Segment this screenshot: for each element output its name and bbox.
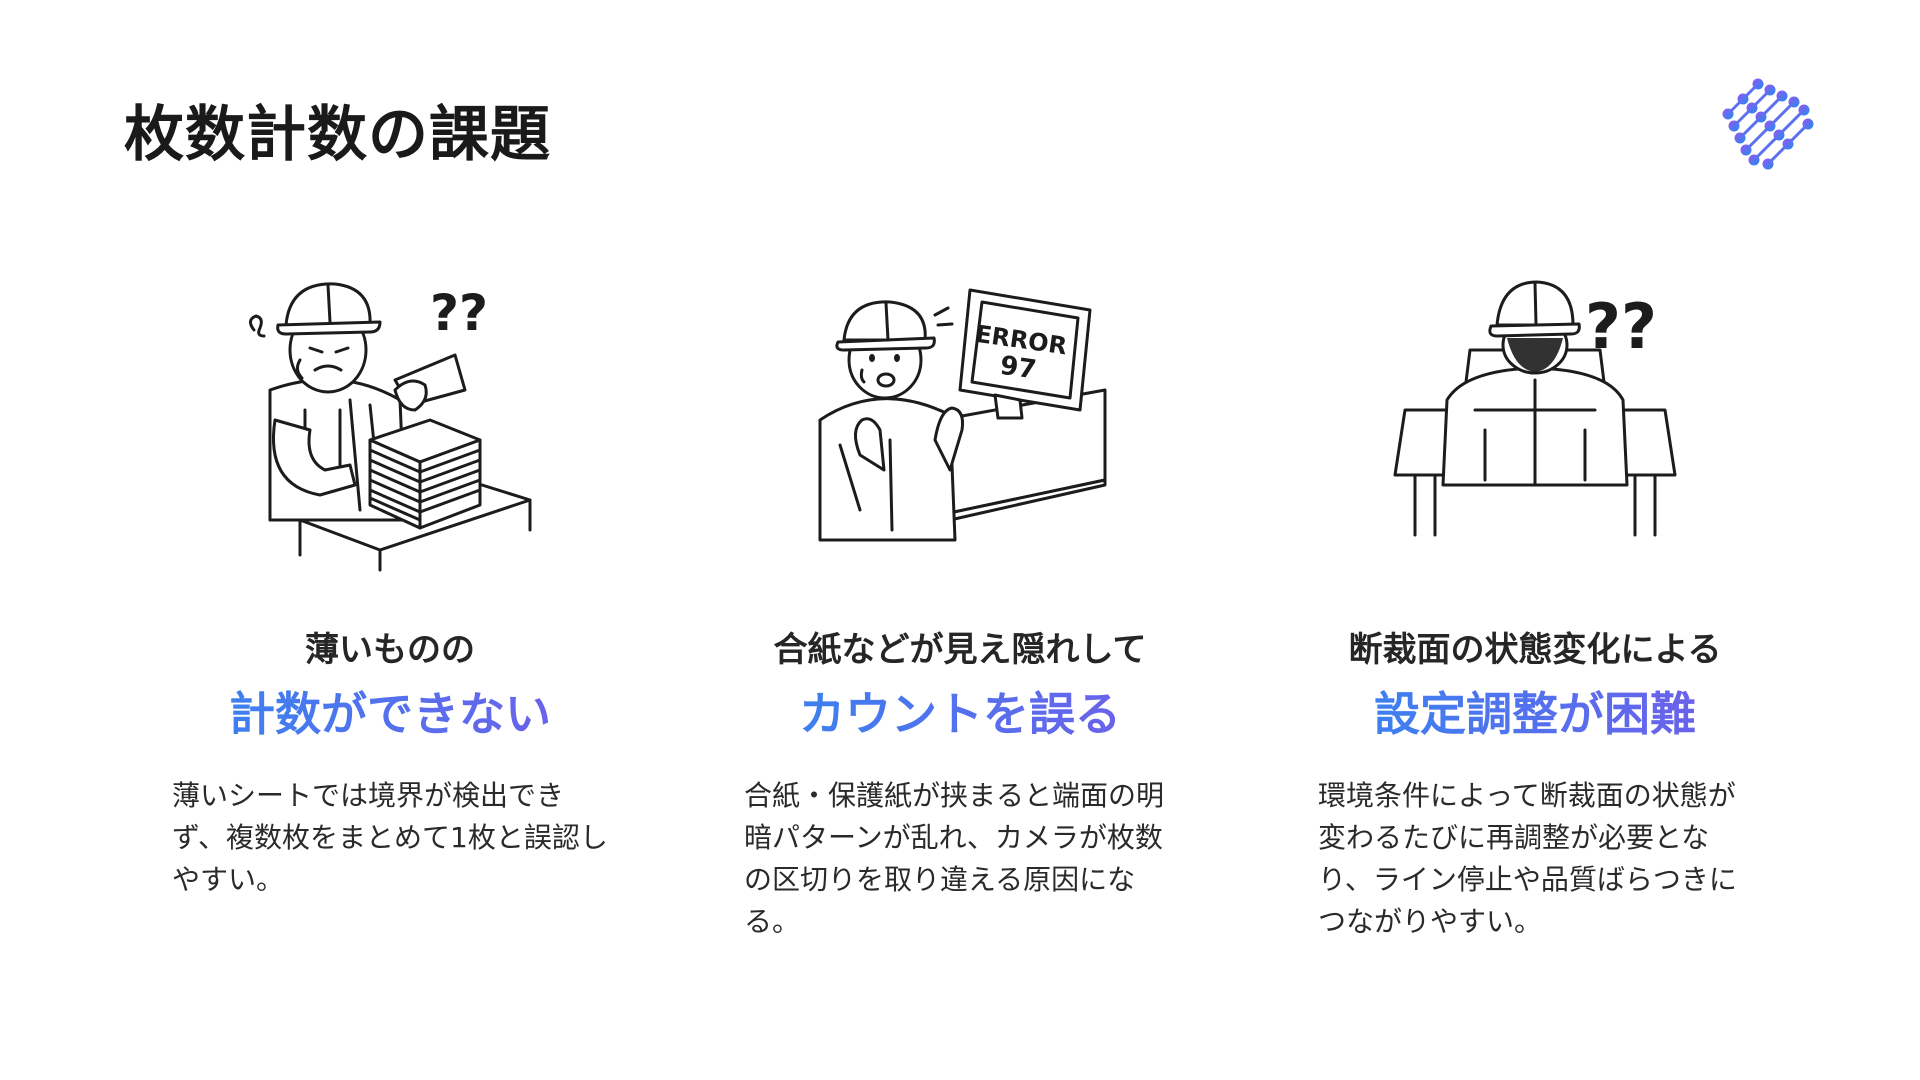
- card-headline-text: 設定調整が困難: [1374, 687, 1696, 741]
- challenge-card-cut-surface: ?? 断裁面の状態変化による 設定調整が困難 環境条件によって断裁面の状態が変わ…: [1275, 270, 1795, 970]
- brand-logo-icon: [1722, 78, 1814, 170]
- question-marks-text: ??: [430, 284, 488, 342]
- page-title: 枚数計数の課題: [124, 100, 551, 170]
- worker-with-error-monitor-icon: ERROR 97: [818, 288, 1107, 542]
- card-body: 薄いシートでは境界が検出できず、複数枚をまとめて1枚と誤認しやすい。: [172, 779, 608, 896]
- card-subtitle: 断裁面の状態変化による: [1348, 630, 1722, 670]
- card-headline: カウントを誤る: [700, 678, 1220, 744]
- question-marks-text: ??: [1585, 290, 1657, 363]
- card-subtitle: 合紙などが見え隠れして: [773, 630, 1147, 670]
- card-body: 環境条件によって断裁面の状態が変わるたびに再調整が必要となり、ライン停止や品質ば…: [1318, 779, 1737, 938]
- confused-worker-with-paper-stack-icon: ??: [249, 282, 532, 572]
- challenge-card-interleaf-paper: ERROR 97 合紙などが見え隠れして カウントを誤る 合紙・保護紙が挟まると…: [700, 270, 1220, 970]
- card-headline: 計数ができない: [130, 678, 650, 744]
- card-subtitle: 薄いものの: [305, 630, 475, 670]
- card-headline-text: 計数ができない: [229, 687, 551, 741]
- screen-error-code: 97: [998, 351, 1038, 386]
- card-headline-text: カウントを誤る: [799, 687, 1121, 741]
- card-headline: 設定調整が困難: [1275, 678, 1795, 744]
- card-body: 合紙・保護紙が挟まると端面の明暗パターンが乱れ、カメラが枚数の区切りを取り違える…: [744, 779, 1165, 938]
- worker-back-view-at-desk-icon: ??: [1393, 280, 1677, 537]
- challenge-card-thin-sheets: ?? 薄いものの 計数ができない 薄いシートでは境界が検出できず、複数枚をまとめ…: [130, 270, 650, 970]
